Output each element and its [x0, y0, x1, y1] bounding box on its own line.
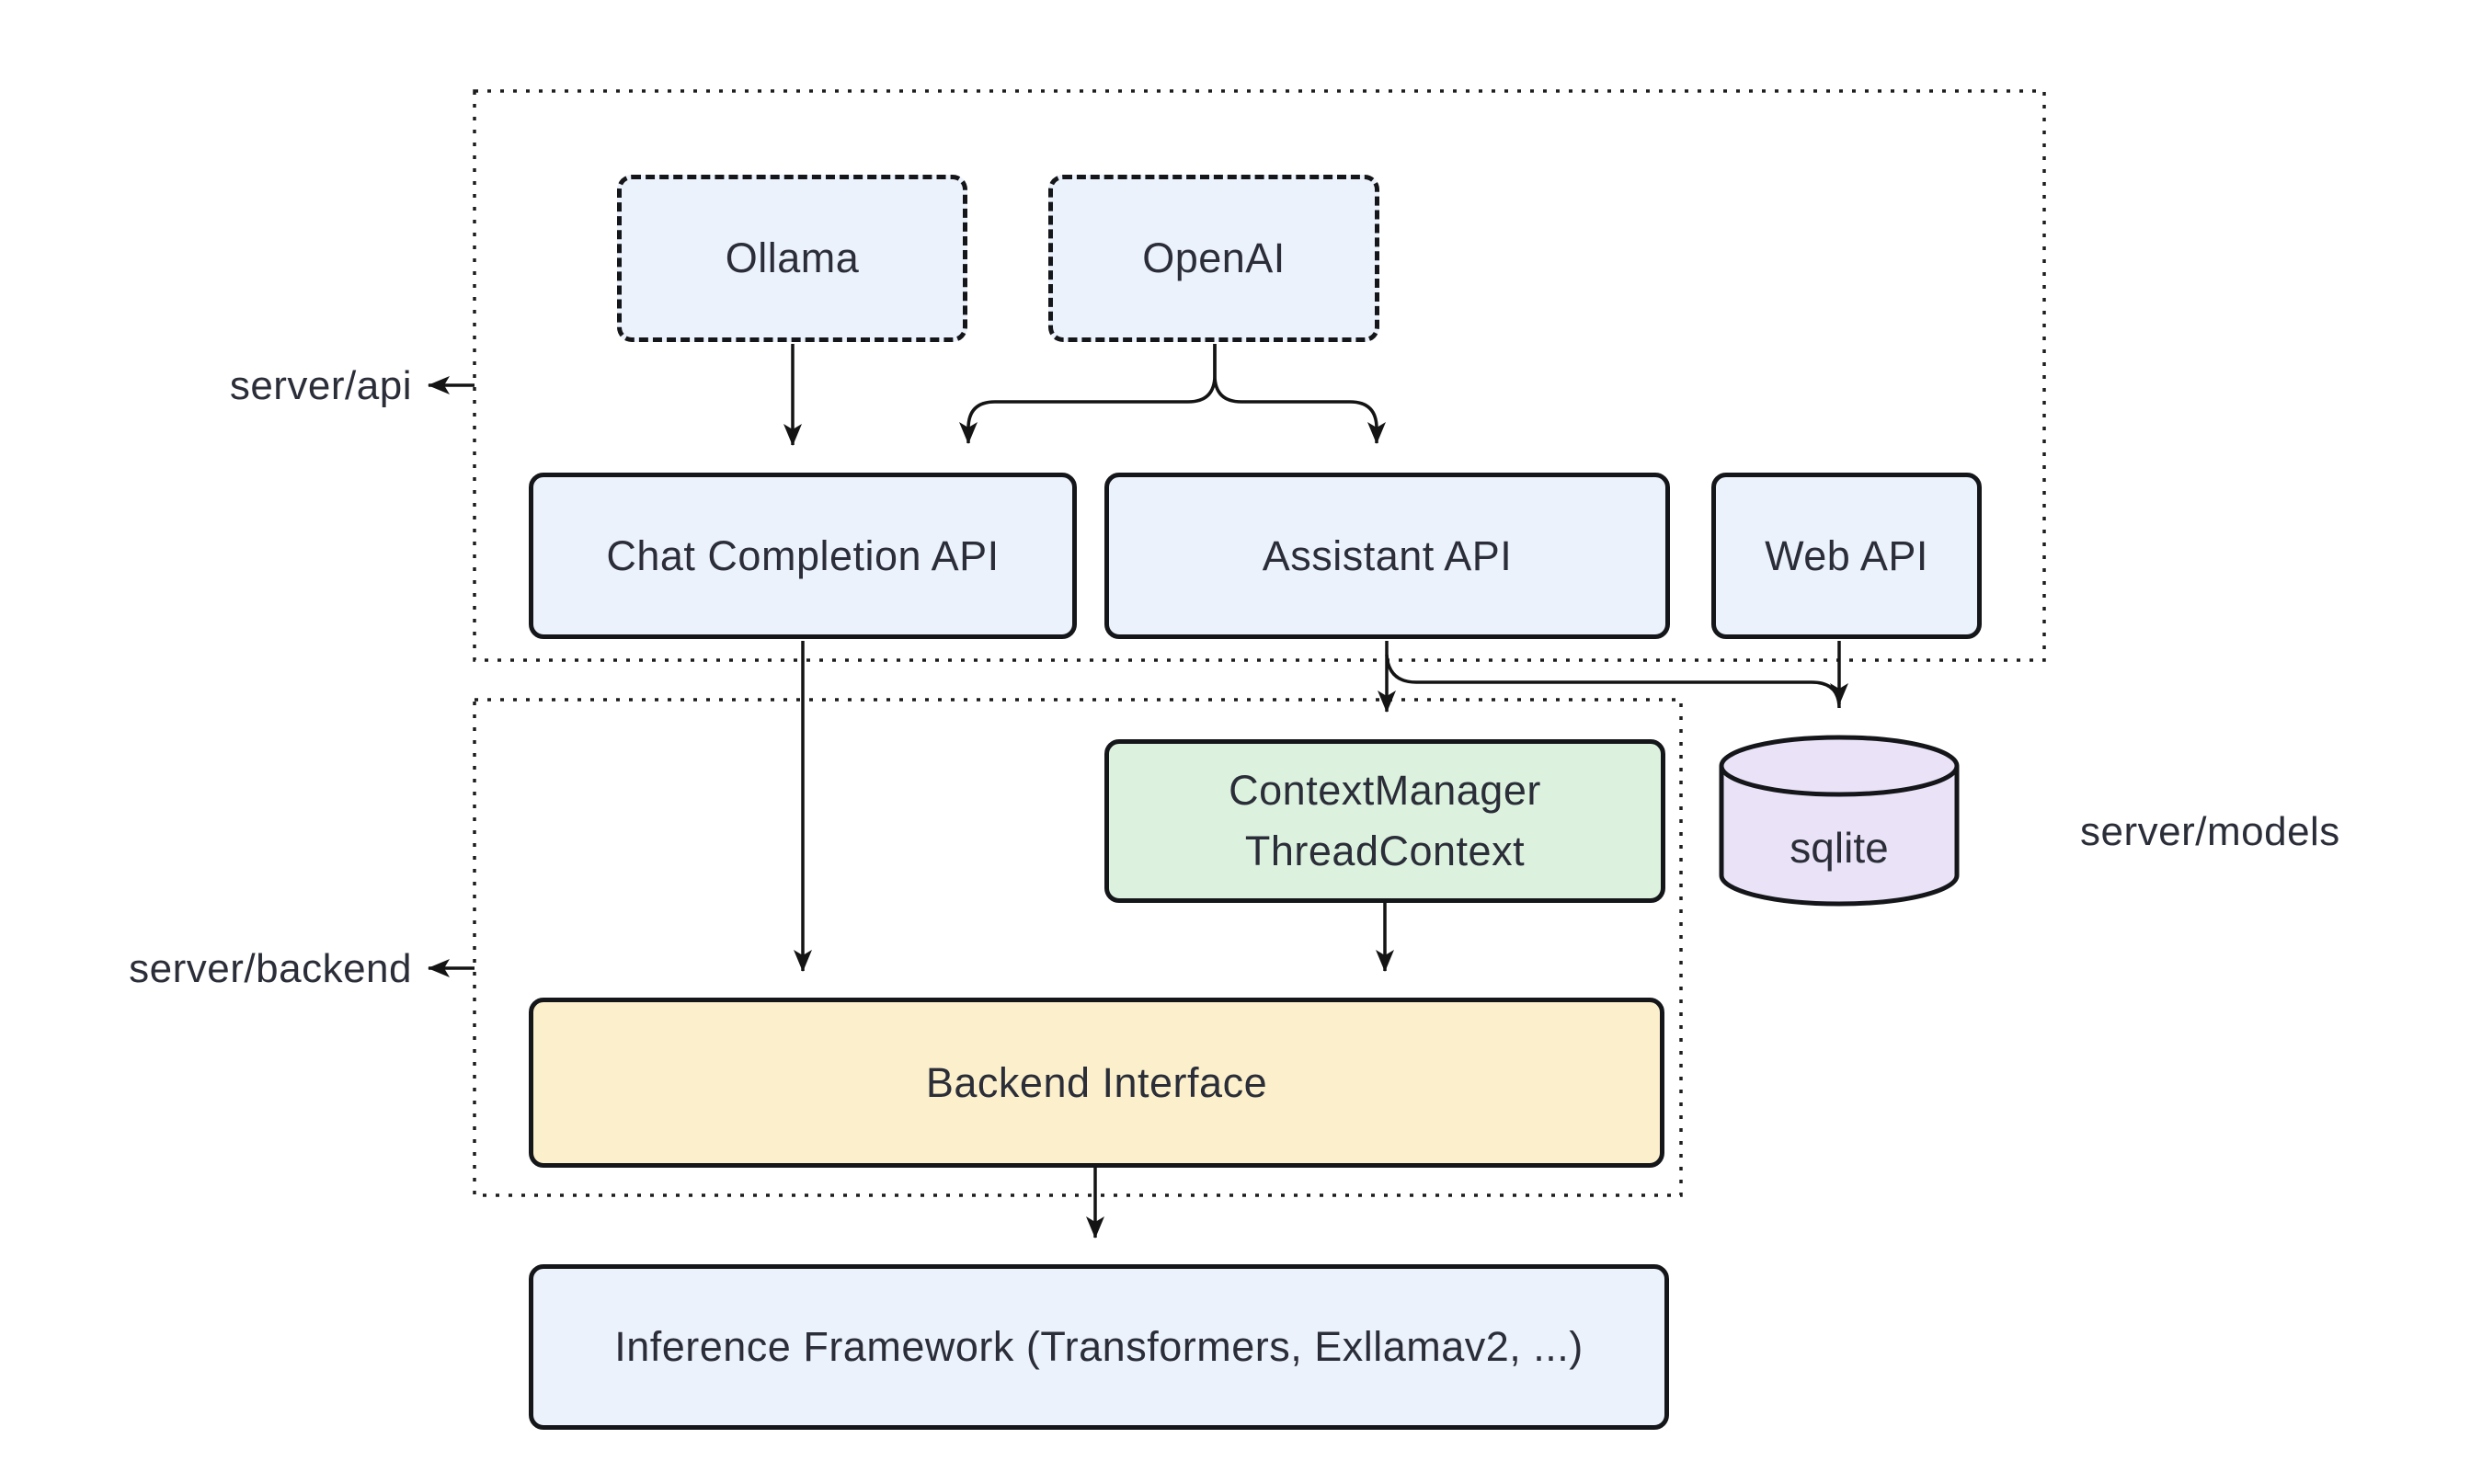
node-backend-interface: Backend Interface: [529, 998, 1664, 1168]
node-web-api-label: Web API: [1765, 531, 1928, 579]
node-inference-framework-label: Inference Framework (Transformers, Exlla…: [614, 1323, 1584, 1370]
node-ollama-label: Ollama: [725, 234, 860, 281]
node-context-manager-line2: ThreadContext: [1244, 828, 1526, 874]
node-sqlite-label: sqlite: [1790, 824, 1889, 872]
node-ollama: Ollama: [617, 175, 967, 342]
sqlite-cylinder: [1719, 735, 1960, 907]
node-inference-framework: Inference Framework (Transformers, Exlla…: [529, 1264, 1669, 1430]
node-context-manager-line1: ContextManager: [1229, 767, 1541, 814]
node-chat-completion-api: Chat Completion API: [529, 473, 1077, 639]
label-server-models: server/models: [2080, 809, 2340, 854]
label-server-api: server/api: [229, 363, 412, 408]
node-context-manager: ContextManager ThreadContext: [1104, 739, 1665, 903]
node-assistant-api: Assistant API: [1104, 473, 1670, 639]
node-chat-completion-api-label: Chat Completion API: [606, 531, 1000, 579]
label-server-backend: server/backend: [129, 946, 412, 991]
node-openai-label: OpenAI: [1142, 234, 1286, 281]
node-backend-interface-label: Backend Interface: [925, 1058, 1268, 1106]
edge-openai-to-chat-completion-api: [959, 344, 1217, 444]
container-server-backend: [473, 698, 1683, 1197]
container-server-api: [473, 89, 2046, 662]
node-openai: OpenAI: [1048, 175, 1379, 342]
node-assistant-api-label: Assistant API: [1262, 531, 1513, 579]
node-web-api: Web API: [1711, 473, 1982, 639]
edge-openai-to-assistant-api: [1213, 344, 1386, 444]
